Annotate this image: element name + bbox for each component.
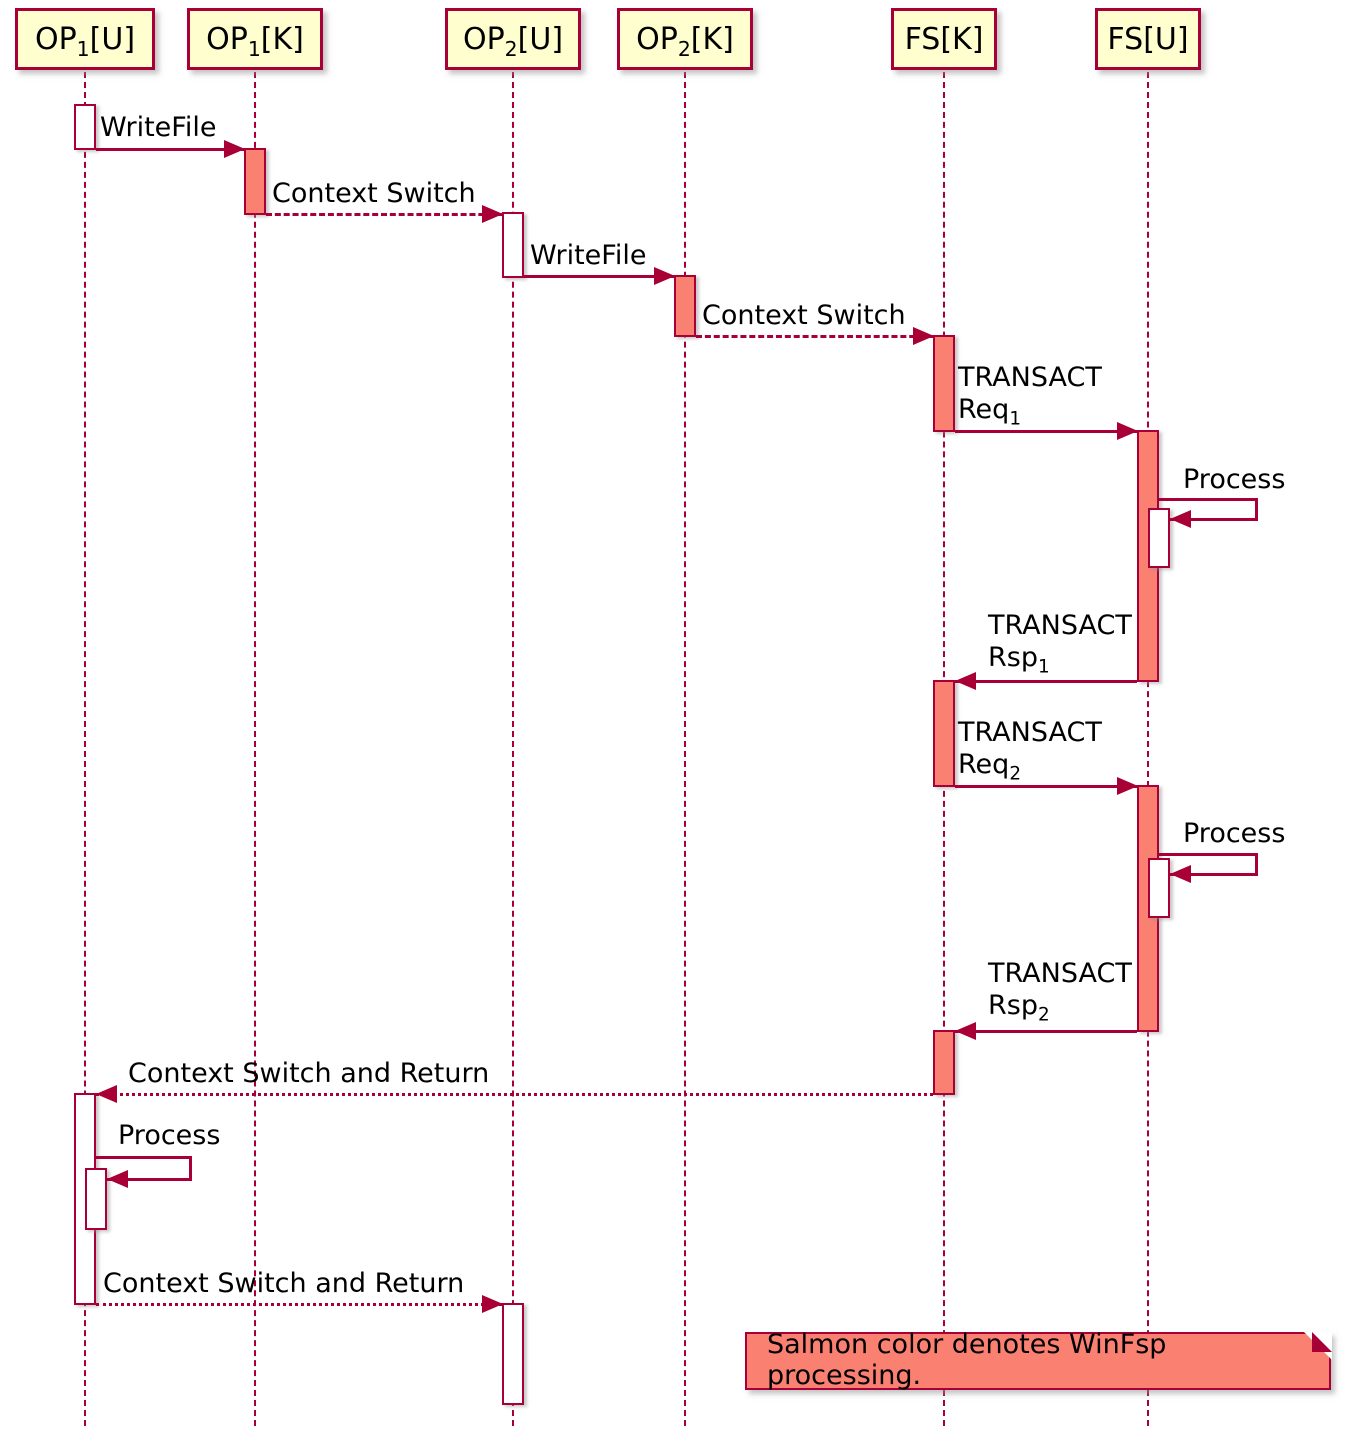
activation-fsk-req1 <box>933 335 955 432</box>
message-line-transact-rsp2 <box>955 1030 1137 1033</box>
activation-op1u-writefile <box>74 104 96 150</box>
note-fold-icon <box>1311 1331 1332 1352</box>
activation-op1k-processing <box>244 148 266 215</box>
arrowhead-icon <box>955 672 976 690</box>
self-message-out-line <box>1159 498 1258 501</box>
message-label-process-1: Process <box>1183 464 1286 495</box>
activation-fsk-req2 <box>933 680 955 787</box>
message-label-writefile-2: WriteFile <box>530 240 647 271</box>
arrowhead-icon <box>482 1295 503 1313</box>
message-line-transact-req2 <box>955 785 1137 788</box>
arrowhead-icon <box>96 1085 117 1103</box>
participant-label: OP2[U] <box>462 21 564 61</box>
participant-op2-user: OP2[U] <box>445 8 581 70</box>
message-label-process-3: Process <box>118 1120 221 1151</box>
message-label-transact-req1: TRANSACT Req1 <box>958 362 1102 430</box>
participant-op2-kernel: OP2[K] <box>617 8 753 70</box>
self-message-out-line <box>96 1156 192 1159</box>
message-label-transact-rsp2: TRANSACT Rsp2 <box>988 958 1132 1026</box>
label-line2: Req2 <box>958 749 1021 785</box>
message-line-context-switch-1 <box>266 213 502 216</box>
activation-fsu-process2 <box>1148 858 1170 918</box>
arrowhead-icon <box>1117 777 1138 795</box>
activation-fsu-process1 <box>1148 508 1170 568</box>
activation-fsk-return <box>933 1030 955 1095</box>
message-line-context-switch-2 <box>696 335 933 338</box>
participant-fs-user: FS[U] <box>1095 8 1201 70</box>
lifeline-fsu <box>1147 72 1149 1426</box>
arrowhead-icon <box>1170 865 1191 883</box>
activation-op2u-return <box>502 1303 524 1405</box>
message-label-transact-req2: TRANSACT Req2 <box>958 717 1102 785</box>
lifeline-op1k <box>254 72 256 1426</box>
self-message-vertical <box>1255 853 1258 875</box>
message-label-context-switch-return-2: Context Switch and Return <box>103 1268 465 1299</box>
message-line-context-switch-return-2 <box>96 1303 502 1306</box>
label-line1: TRANSACT <box>988 610 1132 641</box>
lifeline-op1u <box>84 72 86 1426</box>
message-label-transact-rsp1: TRANSACT Rsp1 <box>988 610 1132 678</box>
message-label-context-switch-2: Context Switch <box>702 300 906 331</box>
label-line2: Rsp2 <box>988 990 1050 1026</box>
arrowhead-icon <box>913 327 934 345</box>
participant-label: OP1[U] <box>34 21 136 61</box>
message-label-context-switch-1: Context Switch <box>272 178 476 209</box>
message-line-transact-rsp1 <box>955 680 1137 683</box>
activation-op1u-process <box>85 1168 107 1230</box>
message-label-process-2: Process <box>1183 818 1286 849</box>
self-message-vertical <box>189 1156 192 1180</box>
message-label-context-switch-return-1: Context Switch and Return <box>128 1058 490 1089</box>
arrowhead-icon <box>955 1022 976 1040</box>
label-line2: Rsp1 <box>988 642 1050 678</box>
participant-op1-user: OP1[U] <box>15 8 155 70</box>
participant-fs-kernel: FS[K] <box>891 8 997 70</box>
arrowhead-icon <box>482 205 503 223</box>
arrowhead-icon <box>1117 422 1138 440</box>
participant-label: OP1[K] <box>206 21 304 61</box>
arrowhead-icon <box>1170 510 1191 528</box>
participant-label: FS[U] <box>1107 21 1189 57</box>
participant-op1-kernel: OP1[K] <box>187 8 323 70</box>
label-line1: TRANSACT <box>988 958 1132 989</box>
arrowhead-icon <box>654 267 675 285</box>
activation-op2k-processing <box>674 275 696 337</box>
self-message-return-line <box>1170 518 1258 521</box>
self-message-out-line <box>1159 853 1258 856</box>
self-message-return-line <box>1170 873 1258 876</box>
label-line2: Req1 <box>958 394 1021 430</box>
participant-label: FS[K] <box>904 21 984 57</box>
participant-label: OP2[K] <box>636 21 734 61</box>
arrowhead-icon <box>107 1170 128 1188</box>
message-line-writefile-1 <box>96 148 244 151</box>
label-line1: TRANSACT <box>958 362 1102 393</box>
message-line-transact-req1 <box>955 430 1137 433</box>
lifeline-op2u <box>512 72 514 1426</box>
self-message-vertical <box>1255 498 1258 520</box>
self-message-return-line <box>107 1178 192 1181</box>
arrowhead-icon <box>224 140 245 158</box>
activation-op2u-writefile <box>502 212 524 278</box>
message-label-writefile-1: WriteFile <box>100 112 217 143</box>
label-line1: TRANSACT <box>958 717 1102 748</box>
note-salmon-color: Salmon color denotes WinFsp processing. <box>745 1329 1332 1391</box>
message-line-writefile-2 <box>524 275 674 278</box>
note-text: Salmon color denotes WinFsp processing. <box>767 1329 1167 1391</box>
message-line-context-switch-return-1 <box>96 1093 933 1096</box>
lifeline-op2k <box>684 72 686 1426</box>
